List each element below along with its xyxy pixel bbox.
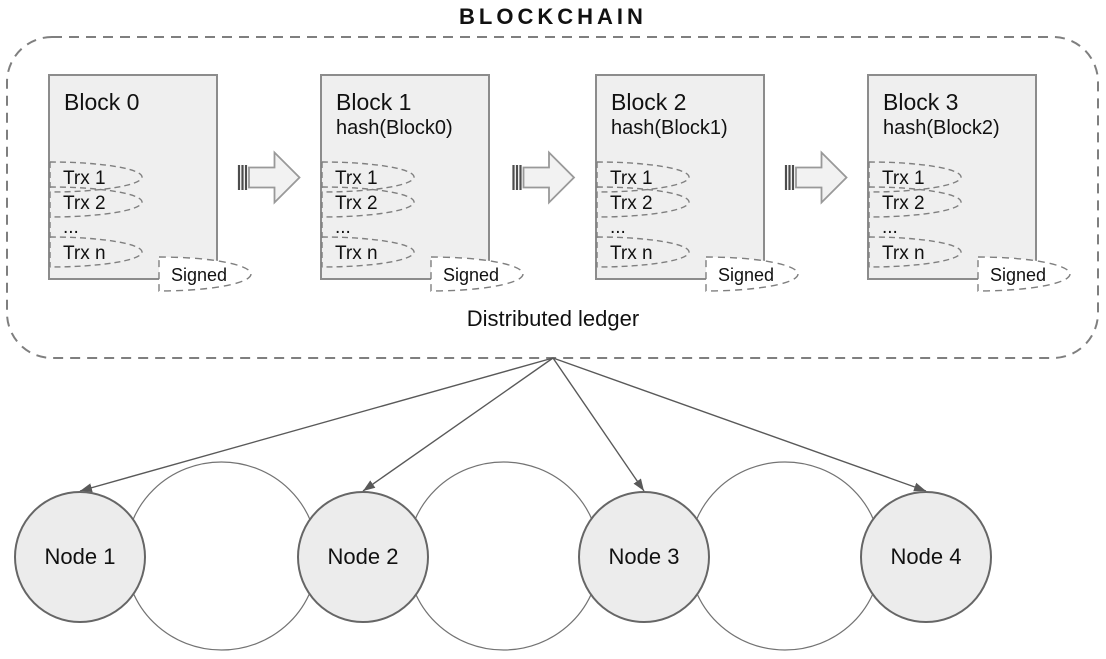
block-2-signed-callout <box>705 256 799 292</box>
block-1-hash: hash(Block0) <box>336 117 453 139</box>
block-2-trxn-ellipse <box>596 236 690 268</box>
ledger-to-node2-arrow <box>362 357 554 492</box>
block-0-trxn-label: Trx n <box>63 243 106 264</box>
block-0-trxn-ellipse <box>49 236 143 268</box>
ledger-to-node1-arrow <box>79 357 554 493</box>
right-arrow-icon <box>248 150 301 205</box>
block-1-trx1-label: Trx 1 <box>335 168 378 189</box>
ledger-to-node3-arrow <box>552 357 645 492</box>
chain-arrow-3 <box>784 150 848 205</box>
block-2: Block 2 hash(Block1) Trx 1 Trx 2 ... Trx… <box>595 74 799 292</box>
network-link-ellipse-2 <box>406 461 601 651</box>
node-2-label: Node 2 <box>328 544 399 569</box>
node-1-label: Node 1 <box>45 544 116 569</box>
block-2-title: Block 2 <box>611 89 686 115</box>
block-1-trx1-ellipse <box>321 161 415 193</box>
block-1-trx2-ellipse <box>321 186 415 218</box>
right-arrow-icon <box>795 150 848 205</box>
block-0-trx2-label: Trx 2 <box>63 193 106 214</box>
block-3-signed-callout <box>977 256 1071 292</box>
block-0-trx1-ellipse <box>49 161 143 193</box>
node-1-circle <box>14 491 146 623</box>
node-3-circle <box>578 491 710 623</box>
block-2-trxn-label: Trx n <box>610 243 653 264</box>
block-1-trx2-label: Trx 2 <box>335 193 378 214</box>
block-2-hash: hash(Block1) <box>611 117 728 139</box>
block-2-trx1-ellipse <box>596 161 690 193</box>
block-3-signed-label: Signed <box>990 265 1046 285</box>
block-2-trx-ellipsis: ... <box>610 217 626 238</box>
chain-arrow-2 <box>512 150 576 205</box>
network-link-ellipse-3 <box>688 461 882 651</box>
block-3-trx1-ellipse <box>868 161 962 193</box>
block-2-signed-label: Signed <box>718 265 774 285</box>
distributed-ledger-label: Distributed ledger <box>467 306 639 331</box>
block-1-trxn-label: Trx n <box>335 243 378 264</box>
block-0: Block 0 Trx 1 Trx 2 ... Trx n Signed <box>48 74 252 292</box>
block-3-trx1-label: Trx 1 <box>882 168 925 189</box>
node-3-label: Node 3 <box>609 544 680 569</box>
block-3-title: Block 3 <box>883 89 958 115</box>
block-3-trxn-ellipse <box>868 236 962 268</box>
block-1: Block 1 hash(Block0) Trx 1 Trx 2 ... Trx… <box>320 74 524 292</box>
block-3-trx2-label: Trx 2 <box>882 193 925 214</box>
block-1-signed-label: Signed <box>443 265 499 285</box>
block-0-trx1-label: Trx 1 <box>63 168 106 189</box>
block-2-trx1-label: Trx 1 <box>610 168 653 189</box>
block-1-signed-callout <box>430 256 524 292</box>
node-4-circle <box>860 491 992 623</box>
block-3-trx-ellipsis: ... <box>882 217 898 238</box>
right-arrow-icon <box>522 150 576 205</box>
block-3-hash: hash(Block2) <box>883 117 1000 139</box>
block-3-trxn-label: Trx n <box>882 243 925 264</box>
block-1-trx-ellipsis: ... <box>335 217 351 238</box>
block-3: Block 3 hash(Block2) Trx 1 Trx 2 ... Trx… <box>867 74 1071 292</box>
ledger-to-node4-arrow <box>552 357 927 492</box>
block-3-trx2-ellipse <box>868 186 962 218</box>
block-1-trxn-ellipse <box>321 236 415 268</box>
block-2-trx2-label: Trx 2 <box>610 193 653 214</box>
network-link-ellipse-1 <box>124 461 319 651</box>
chain-arrow-1 <box>237 150 301 205</box>
block-0-trx2-ellipse <box>49 186 143 218</box>
node-4-label: Node 4 <box>891 544 962 569</box>
block-0-signed-label: Signed <box>171 265 227 285</box>
block-1-title: Block 1 <box>336 89 411 115</box>
blockchain-title: BLOCKCHAIN <box>459 4 647 29</box>
node-2-circle <box>297 491 429 623</box>
block-0-title: Block 0 <box>64 89 139 115</box>
block-0-trx-ellipsis: ... <box>63 217 79 238</box>
block-2-trx2-ellipse <box>596 186 690 218</box>
block-0-signed-callout <box>158 256 252 292</box>
